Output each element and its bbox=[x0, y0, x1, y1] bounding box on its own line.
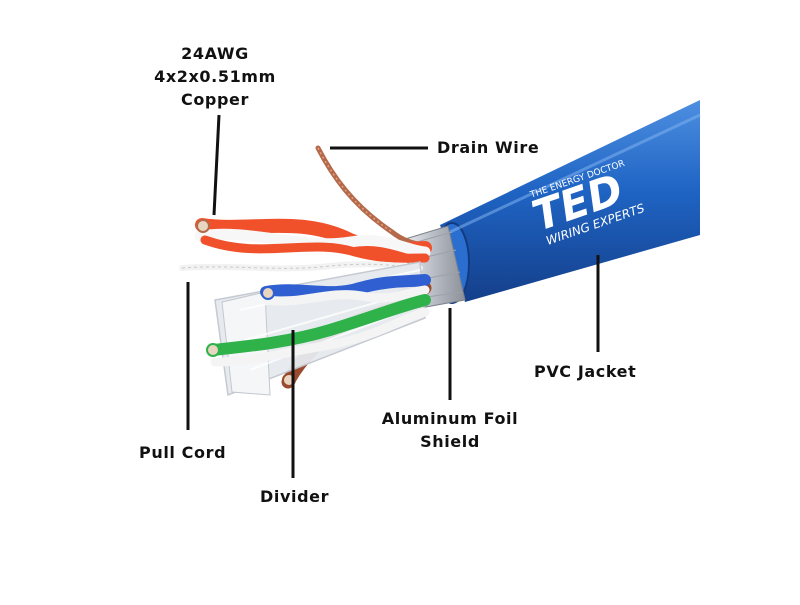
pull-cord bbox=[179, 261, 423, 272]
pvc-jacket-label: PVC Jacket bbox=[534, 362, 637, 381]
foil-shield-label-line2: Shield bbox=[420, 432, 480, 451]
orange-pair bbox=[194, 218, 432, 263]
copper-label-line3: Copper bbox=[181, 90, 249, 109]
pull-cord-label: Pull Cord bbox=[139, 443, 227, 462]
copper-label-line1: 24AWG bbox=[181, 44, 249, 63]
leader-lines bbox=[186, 114, 600, 478]
copper-label: 24AWG 4x2x0.51mm Copper bbox=[140, 42, 290, 111]
leader-copper bbox=[212, 114, 221, 216]
blue-pair bbox=[260, 274, 431, 306]
foil-shield-label: Aluminum Foil Shield bbox=[370, 407, 530, 453]
drain-wire-label: Drain Wire bbox=[437, 138, 540, 157]
green-pair bbox=[206, 294, 431, 367]
divider-label: Divider bbox=[260, 487, 330, 506]
copper-label-line2: 4x2x0.51mm bbox=[154, 67, 276, 86]
foil-shield-label-line1: Aluminum Foil bbox=[381, 409, 519, 428]
